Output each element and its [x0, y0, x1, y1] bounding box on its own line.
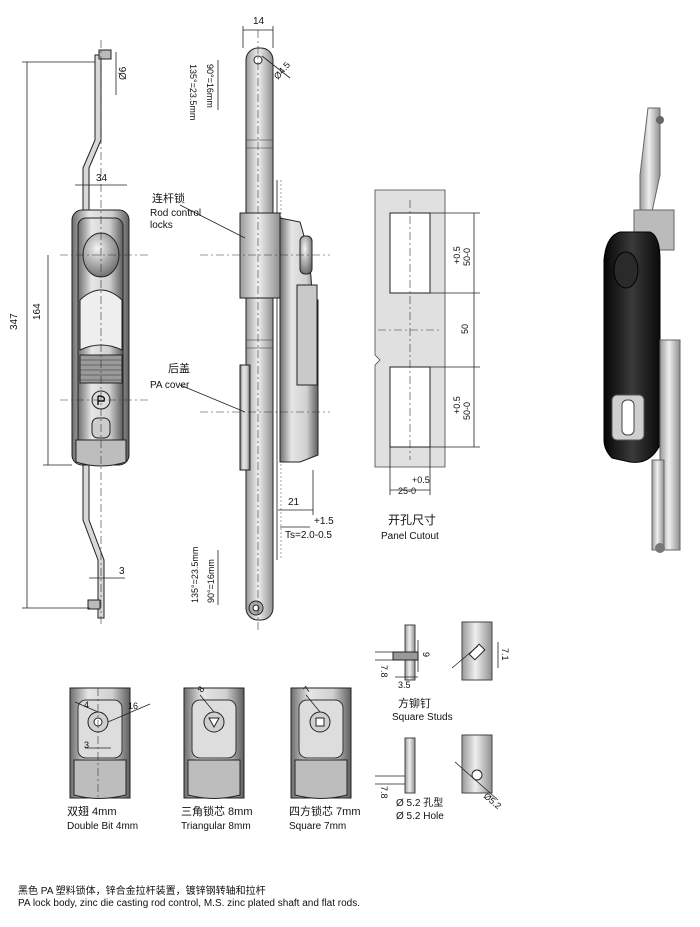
- dim-bit-16: 16: [128, 701, 138, 711]
- front-view: [22, 40, 150, 625]
- label-double-bit-en: Double Bit 4mm: [67, 821, 138, 832]
- top-pin: [98, 49, 112, 60]
- dim-angle-135-bottom: 135°=23.5mm: [190, 547, 200, 603]
- photo-knob: [613, 251, 639, 289]
- bottom-pin: [87, 599, 101, 610]
- dim-hole: Ø4.5: [272, 60, 292, 81]
- label-panel-cutout-en: Panel Cutout: [381, 531, 439, 542]
- label-square-studs-en: Square Studs: [392, 712, 453, 723]
- dim-tri-8: 8: [195, 684, 206, 694]
- footer-cn: 黑色 PA 塑料锁体，锌合金拉杆装置，镀锌钢转轴和拉杆: [18, 886, 266, 897]
- photo-bottom-rod: [651, 459, 665, 551]
- dim-ts: Ts=2.0-0.5: [285, 530, 332, 541]
- dim-angle-135-top: 135°=23.5mm: [188, 64, 198, 120]
- label-pa-cover-en: PA cover: [150, 380, 190, 391]
- side-handle: [296, 284, 318, 386]
- dim-top-width: 14: [253, 16, 265, 27]
- dim-cut-50-0-bottom: 50-0: [462, 402, 472, 420]
- dim-body-height: 164: [32, 303, 43, 320]
- dim-stud-7-1: 7.1: [500, 648, 510, 661]
- rod-control-block: [239, 212, 281, 299]
- dim-angle-90-top: 90°=16mm: [205, 64, 215, 108]
- label-hole-en: Ø 5.2 Hole: [396, 811, 444, 822]
- dim-bit-3: 3: [84, 740, 89, 750]
- front-top-rod: [82, 54, 102, 211]
- side-view: [179, 26, 330, 630]
- label-square-cn: 四方锁芯 7mm: [289, 804, 361, 818]
- dim-tol-plus: +1.5: [314, 516, 334, 527]
- cylinder-double-bit: [69, 687, 151, 800]
- front-bottom-rod: [82, 459, 105, 619]
- dim-hole-5-2: Ø5.2: [482, 791, 503, 811]
- dim-angle-90-bottom: 90°=16mm: [206, 559, 216, 603]
- square-studs: [375, 621, 499, 681]
- dim-total-height: 347: [9, 313, 20, 330]
- label-triangular-cn: 三角锁芯 8mm: [181, 804, 253, 818]
- dim-sq-7: 7: [301, 684, 312, 694]
- label-double-bit-cn: 双翅 4mm: [67, 804, 117, 818]
- label-rod-control-en-2: locks: [150, 220, 173, 231]
- dim-body-width: 34: [96, 173, 108, 184]
- dim-bit-4: 4: [84, 700, 89, 710]
- dim-cut-tol-top: +0.5: [452, 246, 462, 264]
- dim-step-3: 3: [119, 566, 125, 577]
- dim-hole-7-8: 7.8: [379, 786, 389, 799]
- dim-stud-7-8: 7.8: [379, 665, 389, 678]
- footer-en: PA lock body, zinc die casting rod contr…: [18, 898, 361, 909]
- product-photo: [603, 107, 681, 553]
- label-square-studs-cn: 方铆钉: [398, 696, 431, 710]
- dim-cut-25-0: 25-0: [398, 486, 416, 496]
- panel-cutout: [374, 189, 480, 495]
- cylinder-square: [290, 687, 352, 799]
- pa-cover: [239, 364, 251, 471]
- label-triangular-en: Triangular 8mm: [181, 821, 251, 832]
- label-panel-cutout-cn: 开孔尺寸: [388, 513, 436, 527]
- label-hole-cn: Ø 5.2 孔型: [396, 796, 443, 809]
- cylinder-triangular: [183, 687, 245, 799]
- label-square-en: Square 7mm: [289, 821, 346, 832]
- dim-pin-dia: Ø6: [118, 66, 129, 80]
- dim-cut-50: 50: [460, 324, 470, 334]
- dim-cut-tol-bottom: +0.5: [452, 396, 462, 414]
- label-pa-cover-cn: 后盖: [168, 361, 190, 375]
- dim-cut-50-0-top: 50-0: [462, 248, 472, 266]
- side-shaft: [245, 47, 274, 621]
- dim-stud-3-5: 3.5: [398, 680, 411, 690]
- dim-stud-9: 9: [421, 652, 431, 657]
- dim-depth-21: 21: [288, 497, 300, 508]
- label-rod-control-en-1: Rod control: [150, 208, 201, 219]
- hole-detail: [375, 734, 499, 801]
- dim-cut-bottom-tol: +0.5: [412, 475, 430, 485]
- label-rod-control-cn: 连杆锁: [152, 191, 185, 205]
- key-icon: [97, 395, 106, 405]
